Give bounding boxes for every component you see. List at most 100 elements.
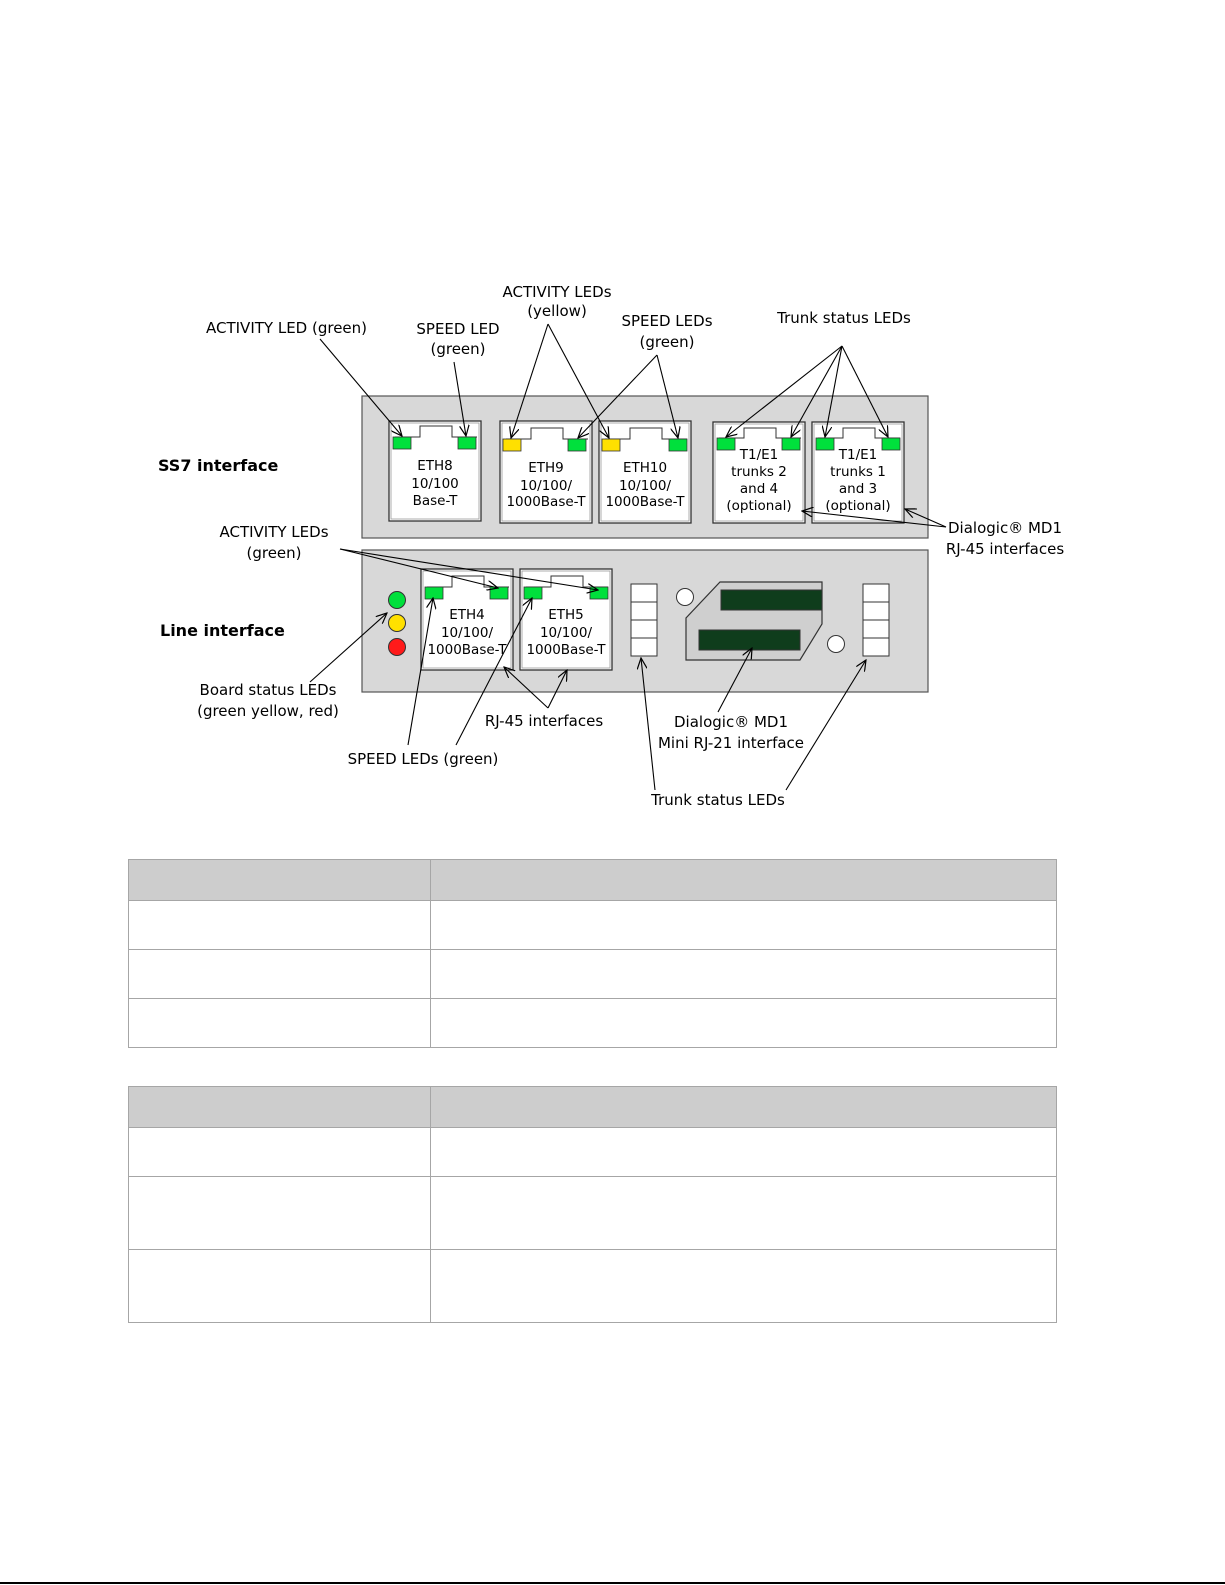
table-cell — [128, 998, 431, 1048]
eth4-speed-led — [424, 586, 444, 600]
table-cell — [128, 1176, 431, 1250]
eth9-port: ETH9 10/100/ 1000Base-T — [499, 420, 593, 524]
speed-leds-bottom-label: SPEED LEDs (green) — [348, 750, 499, 768]
table-row — [128, 900, 1057, 950]
t1e1-24-right-led — [781, 437, 801, 451]
eth4-label-1: ETH4 — [449, 607, 485, 623]
eth5-port: ETH5 10/100/ 1000Base-T — [519, 568, 613, 671]
eth4-port: ETH4 10/100/ 1000Base-T — [420, 568, 514, 671]
t1e1-13-label-2: trunks 1 — [830, 464, 886, 480]
t1e1-13-label-4: (optional) — [825, 498, 890, 514]
table-cell — [128, 1249, 431, 1323]
ss7-interface-label: SS7 interface — [158, 456, 279, 475]
callout-arrows — [309, 323, 947, 791]
table-cell — [430, 1249, 1057, 1323]
t1e1-trunks-1-3-port: T1/E1 trunks 1 and 3 (optional) — [811, 421, 905, 524]
speed-leds-green-label-2: (green) — [639, 333, 694, 351]
eth4-activity-led — [489, 586, 509, 600]
page-bottom-rule — [0, 1582, 1225, 1584]
t1e1-13-left-led — [815, 437, 835, 451]
table-cell — [430, 900, 1057, 950]
eth10-label-3: 1000Base-T — [605, 494, 685, 510]
t1e1-24-label-1: T1/E1 — [739, 447, 779, 463]
table-cell — [430, 1127, 1057, 1177]
trunk-status-leds-left — [630, 583, 658, 657]
eth9-label-2: 10/100/ — [520, 478, 572, 494]
eth5-speed-led — [523, 586, 543, 600]
t1e1-13-label-3: and 3 — [839, 481, 877, 497]
eth8-speed-led — [457, 436, 477, 450]
table-row — [128, 1127, 1057, 1177]
table-header-cell — [128, 1086, 431, 1128]
led-table-1 — [128, 859, 1057, 1048]
table-cell — [430, 998, 1057, 1048]
mini-rj21-label-1: Dialogic® MD1 — [674, 713, 788, 731]
eth9-speed-led — [567, 438, 587, 452]
table-row — [128, 998, 1057, 1048]
t1e1-13-label-1: T1/E1 — [838, 447, 878, 463]
table-header-cell — [128, 859, 431, 901]
eth8-label-1: ETH8 — [417, 458, 453, 474]
activity-leds-green-label-2: (green) — [246, 544, 301, 562]
t1e1-24-label-2: trunks 2 — [731, 464, 787, 480]
activity-led-green-label: ACTIVITY LED (green) — [206, 319, 367, 337]
speed-led-label-2: (green) — [430, 340, 485, 358]
eth10-label-1: ETH10 — [623, 460, 667, 476]
eth10-port: ETH10 10/100/ 1000Base-T — [598, 420, 692, 524]
eth4-label-2: 10/100/ — [441, 625, 493, 641]
board-status-red-led — [388, 638, 406, 656]
eth8-label-3: Base-T — [413, 493, 459, 509]
table-cell — [128, 900, 431, 950]
table-header-row — [128, 1086, 1057, 1128]
t1e1-24-label-3: and 4 — [740, 481, 778, 497]
activity-leds-green-label-1: ACTIVITY LEDs — [219, 523, 328, 541]
md1-rj45-label-1: Dialogic® MD1 — [948, 519, 1062, 537]
table-row — [128, 1176, 1057, 1250]
eth8-activity-led — [392, 436, 412, 450]
activity-leds-yellow-label-2: (yellow) — [527, 302, 587, 320]
rj21-slot-lower — [698, 629, 801, 651]
board-status-green-led — [388, 591, 406, 609]
board-status-leds-label-2: (green yellow, red) — [197, 702, 339, 720]
table-cell — [430, 1176, 1057, 1250]
eth5-label-3: 1000Base-T — [526, 642, 606, 658]
trunk-status-leds-bottom-label: Trunk status LEDs — [650, 791, 785, 809]
table-cell — [128, 949, 431, 999]
t1e1-24-label-4: (optional) — [726, 498, 791, 514]
rj21-screw-left — [676, 588, 694, 606]
table-cell — [430, 949, 1057, 999]
table-cell — [128, 1127, 431, 1177]
table-row — [128, 949, 1057, 999]
speed-led-label-1: SPEED LED — [416, 320, 499, 338]
table-header-row — [128, 859, 1057, 901]
rj45-interfaces-label: RJ-45 interfaces — [485, 712, 603, 730]
t1e1-13-right-led — [881, 437, 901, 451]
front-panel-diagram: ETH8 10/100 Base-T ETH9 10/100/ 1000Base… — [158, 283, 1064, 809]
line-interface-label: Line interface — [160, 621, 285, 640]
eth8-label-2: 10/100 — [411, 476, 459, 492]
eth5-label-1: ETH5 — [548, 607, 584, 623]
speed-leds-green-label-1: SPEED LEDs — [621, 312, 712, 330]
led-table-2 — [128, 1086, 1057, 1323]
board-status-yellow-led — [388, 614, 406, 632]
table-row — [128, 1249, 1057, 1323]
t1e1-trunks-2-4-port: T1/E1 trunks 2 and 4 (optional) — [712, 421, 806, 524]
t1e1-24-left-led — [716, 437, 736, 451]
eth8-port: ETH8 10/100 Base-T — [388, 420, 482, 522]
rj21-slot-upper — [720, 589, 823, 611]
table-header-cell — [430, 859, 1057, 901]
trunk-status-leds-right — [862, 583, 890, 657]
eth5-label-2: 10/100/ — [540, 625, 592, 641]
activity-leds-yellow-label-1: ACTIVITY LEDs — [502, 283, 611, 301]
table-header-cell — [430, 1086, 1057, 1128]
eth9-label-3: 1000Base-T — [506, 494, 586, 510]
eth9-label-1: ETH9 — [528, 460, 564, 476]
trunk-status-leds-top-label: Trunk status LEDs — [776, 309, 911, 327]
rj21-screw-right — [827, 635, 845, 653]
eth9-activity-led — [502, 438, 522, 452]
mini-rj21-connector — [676, 581, 845, 661]
eth10-activity-led — [601, 438, 621, 452]
eth10-speed-led — [668, 438, 688, 452]
mini-rj21-label-2: Mini RJ-21 interface — [658, 734, 804, 752]
board-status-leds-label-1: Board status LEDs — [200, 681, 337, 699]
